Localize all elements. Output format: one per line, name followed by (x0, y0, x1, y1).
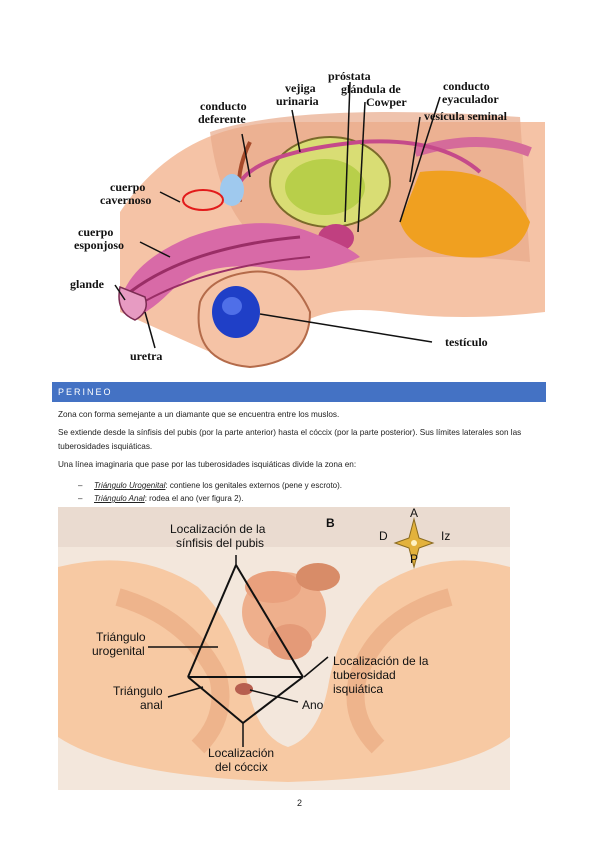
label-vejiga-1: vejiga (285, 81, 316, 95)
label-vejiga-2: urinaria (276, 94, 319, 108)
bullet-term-urogenital: Triángulo Urogenital (94, 481, 166, 490)
label-coccix-2: del cóccix (215, 760, 268, 774)
panel-letter: B (326, 516, 335, 530)
label-cuerpo-cavernoso-2: cavernoso (100, 193, 151, 207)
bullet-anal: – Triángulo Anal: rodea el ano (ver figur… (78, 493, 243, 505)
label-prostata: próstata (328, 69, 371, 83)
label-urogenital-1: Triángulo (96, 630, 146, 644)
label-uretra: uretra (130, 349, 162, 363)
label-glande: glande (70, 277, 105, 291)
male-reproductive-anatomy-figure: próstata vejiga urinaria glándula de Cow… (70, 69, 545, 369)
label-anal-1: Triángulo (113, 684, 163, 698)
compass-a: A (410, 507, 418, 520)
label-anal-2: anal (140, 698, 163, 712)
bullet-text-anal: : rodea el ano (ver figura 2). (144, 494, 244, 503)
label-conducto-eyaculador-1: conducto (443, 79, 490, 93)
paragraph-1: Zona con forma semejante a un diamante q… (58, 410, 340, 419)
label-cuerpo-esponjoso-2: esponjoso (74, 238, 124, 252)
label-testiculo: testículo (445, 335, 488, 349)
label-tuberosidad-3: isquiática (333, 682, 383, 696)
bullet-urogenital: – Triángulo Urogenital: contiene los geni… (78, 480, 342, 492)
label-sinfisis-2: sínfisis del pubis (176, 536, 264, 550)
label-tuberosidad-1: Localización de la (333, 654, 429, 668)
paragraph-3: Una línea imaginaria que pase por las tu… (58, 460, 357, 469)
label-glandula-1: glándula de (341, 82, 401, 96)
label-conducto-deferente-1: conducto (200, 99, 247, 113)
label-coccix-1: Localización (208, 746, 274, 760)
compass-rose-icon (393, 517, 435, 569)
label-conducto-deferente-2: deferente (198, 112, 246, 126)
compass-d: D (379, 529, 388, 543)
compass-iz: Iz (441, 529, 450, 543)
bullet-dash: – (78, 481, 83, 490)
label-cuerpo-esponjoso-1: cuerpo (78, 225, 113, 239)
label-cuerpo-cavernoso-1: cuerpo (110, 180, 145, 194)
label-glandula-2: Cowper (366, 95, 407, 109)
bullet-text-urogenital: : contiene los genitales externos (pene … (165, 481, 342, 490)
label-conducto-eyaculador-2: eyaculador (442, 92, 499, 106)
label-sinfisis-1: Localización de la (170, 522, 266, 536)
paragraph-2: Se extiende desde la sínfisis del pubis … (58, 428, 522, 451)
bullet-term-anal: Triángulo Anal (94, 494, 145, 503)
section-title-perineo: PERINEO (52, 382, 546, 402)
compass-p: P (410, 552, 418, 566)
label-urogenital-2: urogenital (92, 644, 145, 658)
page-number: 2 (296, 798, 302, 808)
label-tuberosidad-2: tuberosidad (333, 668, 396, 682)
label-ano: Ano (302, 698, 324, 712)
label-vesicula-seminal: vesícula seminal (424, 109, 508, 123)
bullet-dash: – (78, 494, 83, 503)
perineum-diagram-figure: A D Iz P B Localización de la sínfisis d… (58, 507, 510, 790)
